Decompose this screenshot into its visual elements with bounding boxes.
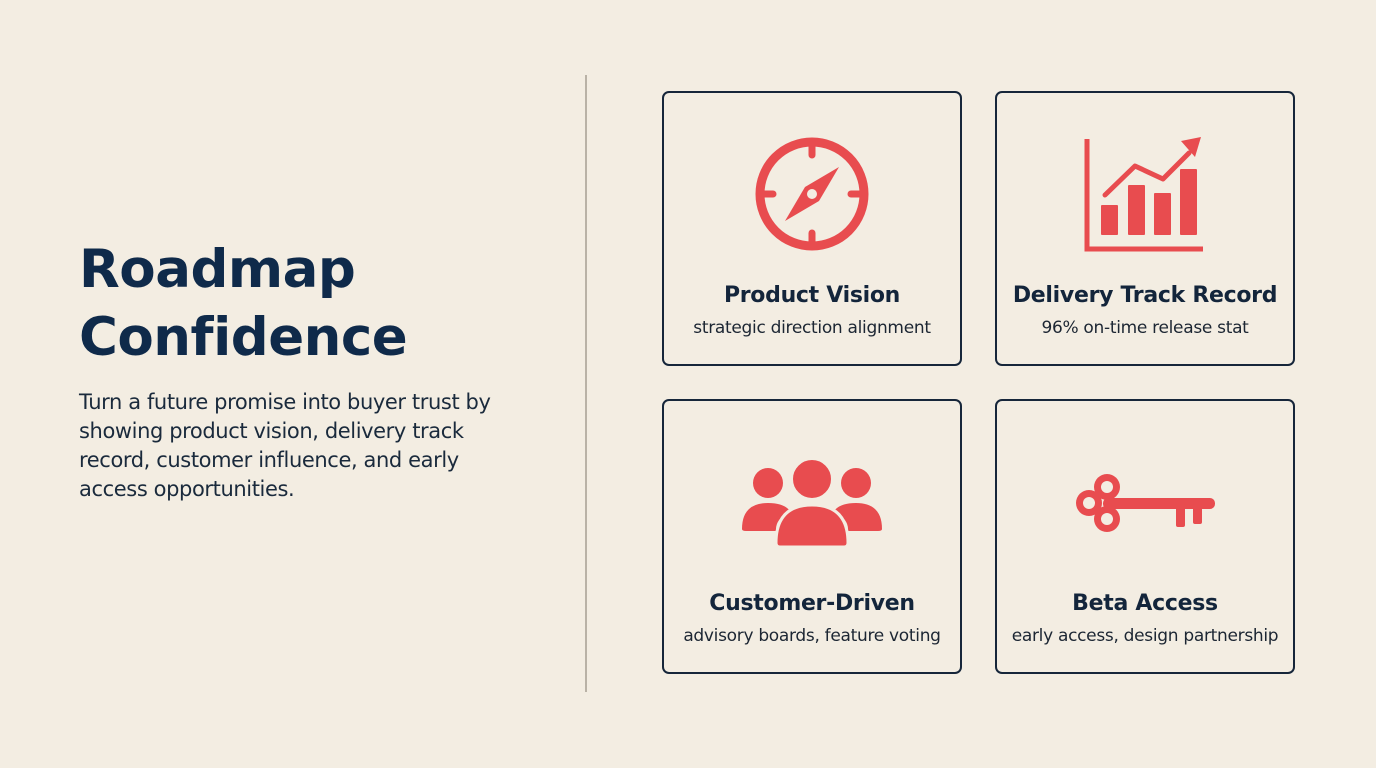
card-subtitle: advisory boards, feature voting (683, 626, 941, 646)
card-delivery-track-record: Delivery Track Record 96% on-time releas… (995, 91, 1295, 366)
bar-chart-trend-icon (1084, 137, 1203, 252)
card-title: Customer-Driven (709, 591, 915, 616)
card-beta-access: Beta Access early access, design partner… (995, 399, 1295, 674)
title-line-1: Roadmap (79, 239, 356, 300)
users-group-icon (742, 459, 882, 549)
card-subtitle: 96% on-time release stat (1041, 318, 1249, 338)
card-customer-driven: Customer-Driven advisory boards, feature… (662, 399, 962, 674)
key-icon (1076, 474, 1215, 532)
card-title: Product Vision (723, 283, 901, 308)
card-title: Beta Access (1072, 591, 1218, 616)
card-product-vision: Product Vision strategic direction align… (662, 91, 962, 366)
intro-section: Roadmap Confidence Turn a future promise… (79, 236, 519, 504)
title-line-2: Confidence (79, 307, 408, 368)
description-text: Turn a future promise into buyer trust b… (79, 390, 491, 501)
compass-icon (755, 137, 869, 251)
card-title: Delivery Track Record (1012, 283, 1278, 308)
card-subtitle: strategic direction alignment (693, 318, 931, 338)
vertical-divider (585, 75, 587, 692)
page-title: Roadmap Confidence (79, 236, 519, 372)
card-subtitle: early access, design partnership (1011, 626, 1279, 646)
